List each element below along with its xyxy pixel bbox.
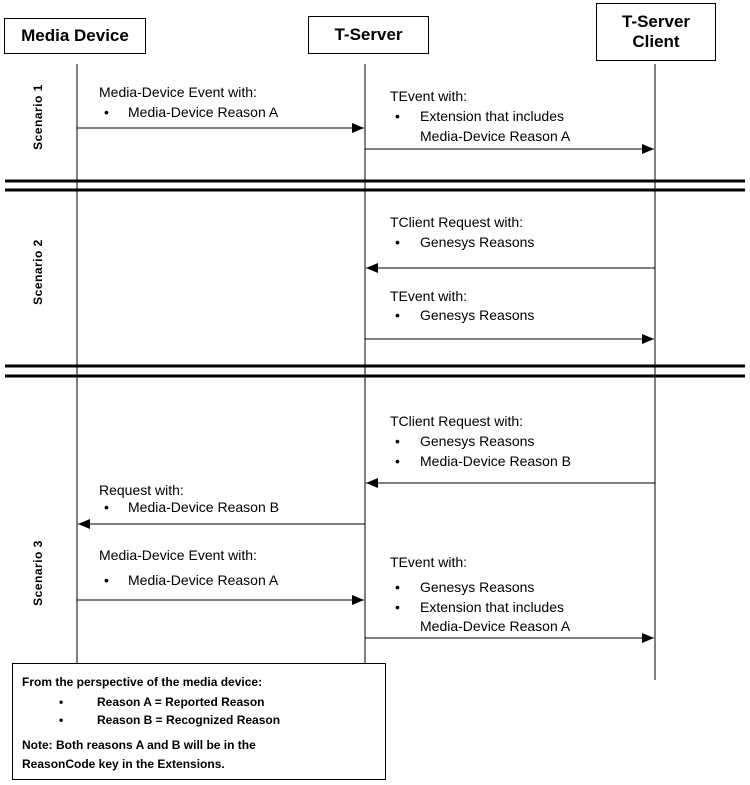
scenario-separator: [5, 179, 745, 192]
scenario-2-label: Scenario 2: [31, 239, 45, 305]
bullet: •: [104, 104, 109, 120]
note-heading: From the perspective of the media device…: [22, 675, 263, 689]
note-bullet: Reason B = Recognized Reason: [97, 713, 281, 727]
message-bullet: Media-Device Reason B: [420, 453, 571, 469]
note-bullet: Reason A = Reported Reason: [97, 695, 265, 709]
message-title: TEvent with:: [390, 88, 468, 104]
bullet: •: [395, 234, 400, 250]
message-bullet: Genesys Reasons: [420, 307, 535, 323]
message-bullet: Extension that includes: [420, 599, 564, 615]
message-bullet-continuation: Media-Device Reason A: [420, 618, 571, 634]
message-bullet-continuation: Media-Device Reason A: [420, 128, 571, 144]
bullet: •: [395, 453, 400, 469]
bullet: •: [395, 307, 400, 323]
bullet: •: [395, 108, 400, 124]
message-title: Media-Device Event with:: [99, 84, 257, 100]
participant-label: T-Server: [621, 12, 691, 31]
message-title: TEvent with:: [390, 554, 468, 570]
bullet: •: [104, 499, 109, 515]
message-bullet: Media-Device Reason A: [128, 104, 279, 120]
message-bullet: Genesys Reasons: [420, 579, 535, 595]
scenario-1-label: Scenario 1: [31, 84, 45, 150]
bullet: •: [395, 599, 400, 615]
bullet: •: [395, 579, 400, 595]
participant-label: Client: [632, 32, 680, 51]
legend-note-box: From the perspective of the media device…: [12, 663, 386, 780]
note-text: Note: Both reasons A and B will be in th…: [22, 738, 256, 752]
message-title: Media-Device Event with:: [99, 547, 257, 563]
participant-t-server-client: T-Server Client: [596, 3, 716, 61]
message-title: TClient Request with:: [390, 214, 524, 230]
message-bullet: Media-Device Reason B: [128, 499, 279, 515]
participant-t-server: T-Server: [308, 16, 429, 54]
message-title: TEvent with:: [390, 288, 468, 304]
scenario-3-label: Scenario 3: [31, 540, 45, 606]
message-bullet: Extension that includes: [420, 108, 564, 124]
bullet: •: [395, 433, 400, 449]
bullet: •: [59, 695, 64, 709]
scenario-separator: [5, 364, 745, 378]
bullet: •: [104, 572, 109, 588]
bullet: •: [59, 713, 64, 727]
note-text: ReasonCode key in the Extensions.: [22, 757, 225, 771]
message-title: Request with:: [99, 482, 184, 498]
participant-label: Media Device: [21, 26, 129, 45]
message-bullet: Genesys Reasons: [420, 433, 535, 449]
participant-media-device: Media Device: [4, 18, 146, 54]
message-bullet: Genesys Reasons: [420, 234, 535, 250]
message-title: TClient Request with:: [390, 413, 524, 429]
message-bullet: Media-Device Reason A: [128, 572, 279, 588]
participant-label: T-Server: [334, 25, 403, 44]
